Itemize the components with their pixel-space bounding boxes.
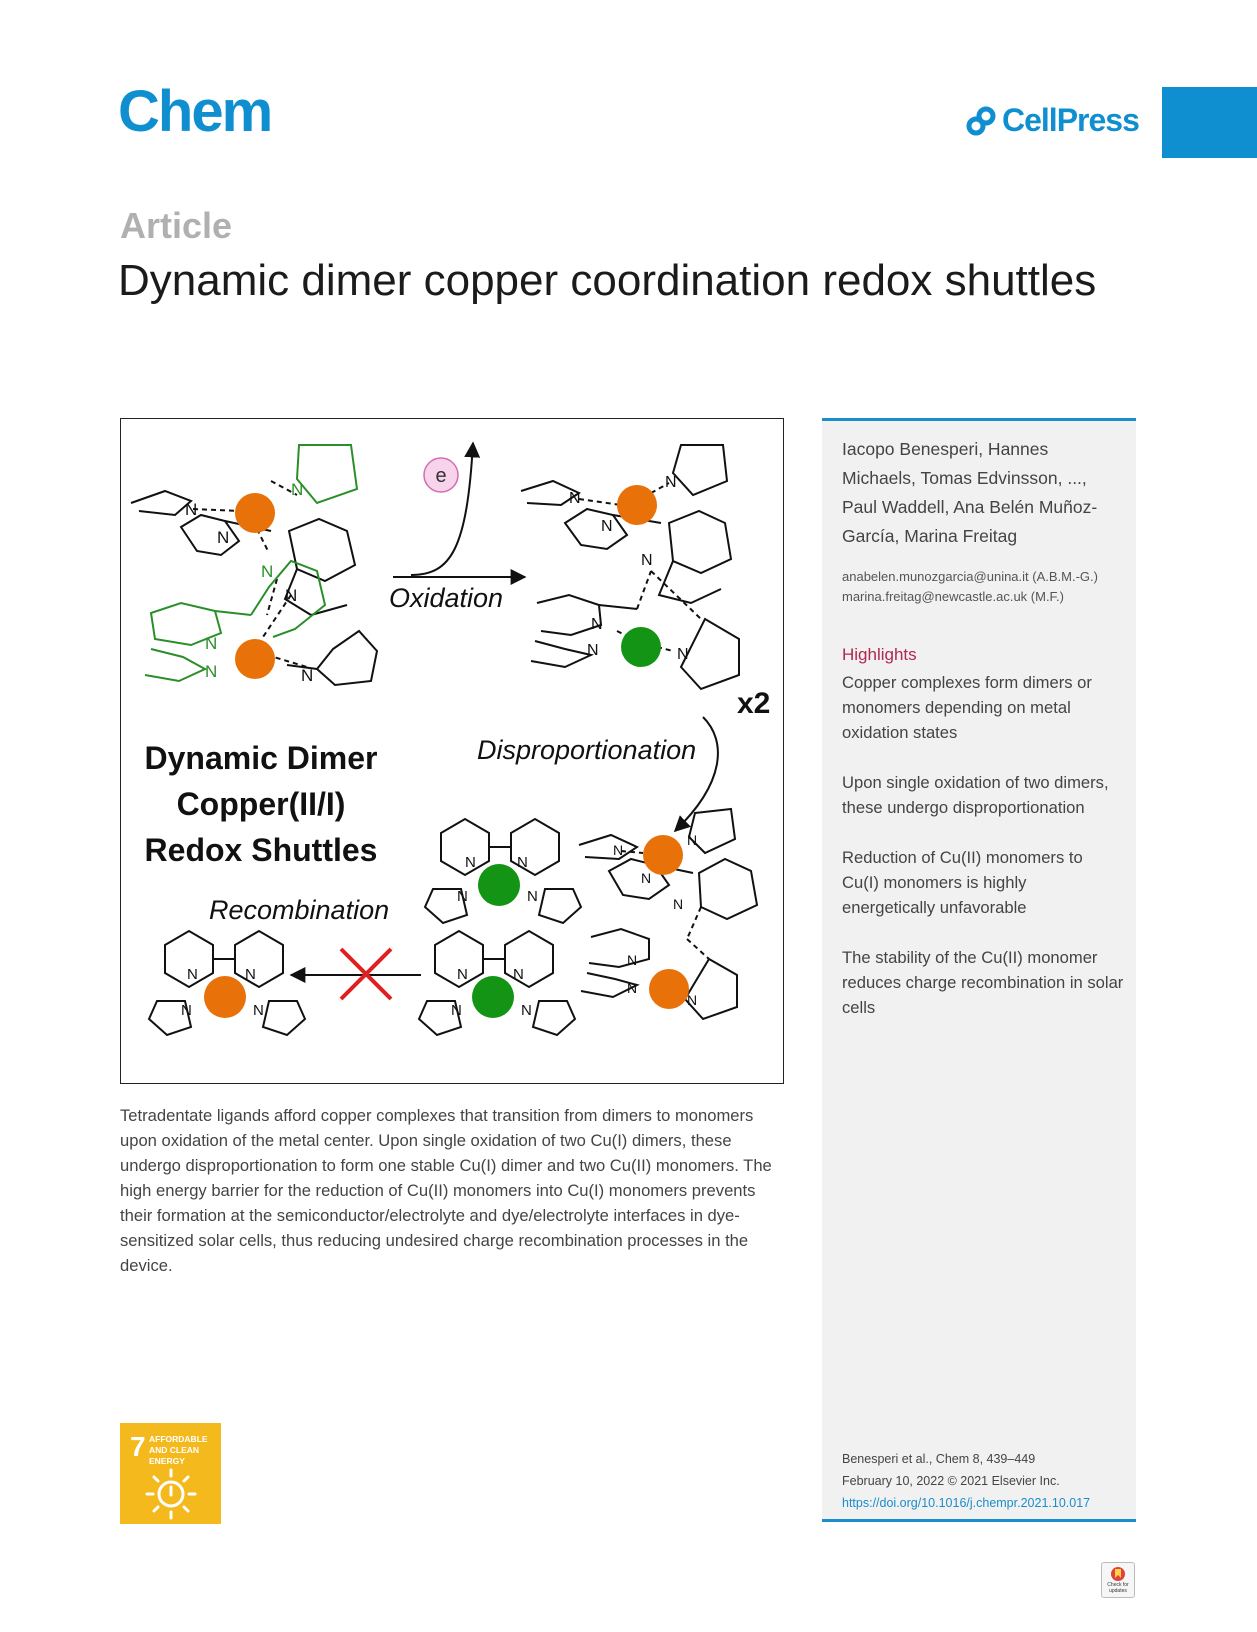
sdg-label: AFFORDABLE AND CLEAN ENERGY: [149, 1434, 208, 1466]
cu-i-ion: [204, 976, 246, 1018]
nitrogen-atom: N: [569, 490, 581, 507]
disproportionation-arrow: [673, 716, 719, 833]
nitrogen-atom: N: [687, 832, 697, 848]
author-list: Iacopo Benesperi, Hannes Michaels, Tomas…: [842, 439, 1098, 546]
cu-i-ion: [235, 493, 275, 533]
cu-ii-ion: [472, 976, 514, 1018]
nitrogen-atom: N: [587, 642, 599, 659]
nitrogen-atom: N: [627, 980, 637, 996]
nitrogen-atom: N: [217, 528, 229, 547]
blocked-cross-icon: [339, 947, 393, 1001]
article-info-sidebar: Iacopo Benesperi, Hannes Michaels, Tomas…: [822, 418, 1136, 1522]
nitrogen-atom: N: [291, 480, 303, 499]
nitrogen-atom: N: [457, 966, 468, 983]
top-pyrrolidine-ring: [295, 444, 359, 505]
highlights-list: Copper complexes form dimers or monomers…: [842, 670, 1124, 1045]
multiplier-label: x2: [737, 687, 770, 720]
graphical-abstract-figure: N N N N N N N N e Oxidation N N N N N N …: [130, 441, 770, 1037]
cu-i-ion: [235, 639, 275, 679]
crossmark-label: Check for updates: [1107, 1582, 1129, 1594]
sun-power-icon: [145, 1468, 197, 1520]
cu-ii-monomer-structure: [417, 929, 577, 1037]
article-type-label: Article: [120, 205, 233, 246]
ga-heading-line-2: Copper(II/I): [177, 786, 346, 822]
nitrogen-atom: N: [185, 500, 197, 519]
check-for-updates-button[interactable]: Check for updates: [1101, 1562, 1135, 1598]
sdg-number: 7: [130, 1431, 146, 1462]
email-link[interactable]: marina.freitag@newcastle.ac.uk (M.F.): [842, 589, 1064, 604]
nitrogen-atom: N: [601, 518, 613, 535]
green-ligand: [144, 559, 327, 683]
ga-heading-line-1: Dynamic Dimer: [145, 740, 378, 776]
cu-i-dimer-structure: [130, 480, 379, 687]
nitrogen-atom: N: [465, 854, 476, 871]
journal-logo[interactable]: Chem: [118, 79, 273, 144]
cu-ii-ion: [621, 627, 661, 667]
electron-release-arrow: [410, 441, 481, 576]
nitrogen-atom: N: [301, 666, 313, 685]
nitrogen-atom: N: [677, 646, 689, 663]
nitrogen-atom: N: [641, 552, 653, 569]
nitrogen-atom: N: [673, 896, 683, 912]
correspondence-emails: anabelen.munozgarcia@unina.it (A.B.M.-G.…: [842, 567, 1122, 607]
publisher-name: CellPress: [1002, 102, 1140, 138]
nitrogen-atom: N: [591, 616, 603, 633]
nitrogen-atom: N: [613, 842, 623, 858]
ga-heading-line-3: Redox Shuttles: [145, 832, 378, 868]
highlight-item: Upon single oxidation of two dimers, the…: [842, 773, 1109, 817]
highlights-heading: Highlights: [842, 645, 917, 664]
publisher-logo[interactable]: CellPress: [966, 102, 1140, 139]
nitrogen-atom: N: [521, 1002, 532, 1019]
nitrogen-atom: N: [457, 888, 468, 905]
nitrogen-atom: N: [285, 586, 297, 605]
electron-label: e: [435, 465, 446, 487]
oxidation-label: Oxidation: [389, 583, 503, 613]
nitrogen-atom: N: [513, 966, 524, 983]
recombination-label: Recombination: [209, 895, 389, 925]
cu-i-monomer-structure: [147, 929, 307, 1037]
nitrogen-atom: N: [687, 992, 697, 1008]
cu-i-dimer-product-structure: [578, 807, 759, 1021]
nitrogen-atom: N: [451, 1002, 462, 1019]
nitrogen-atom: N: [517, 854, 528, 871]
nitrogen-atom: N: [261, 562, 273, 581]
nitrogen-atom: N: [527, 888, 538, 905]
nitrogen-atom: N: [627, 952, 637, 968]
article-title: Dynamic dimer copper coordination redox …: [118, 256, 1097, 305]
citation-date-copyright: February 10, 2022 © 2021 Elsevier Inc.: [842, 1474, 1060, 1488]
cu-i-ion: [649, 969, 689, 1009]
abstract-text: Tetradentate ligands afford copper compl…: [120, 1106, 772, 1275]
crossmark-icon: [1111, 1567, 1125, 1581]
highlight-item: The stability of the Cu(II) monomer redu…: [842, 948, 1124, 1017]
cu-i-ion: [643, 835, 683, 875]
nitrogen-atom: N: [181, 1002, 192, 1019]
mixed-valence-dimer-structure: [520, 444, 740, 691]
cu-i-ion: [617, 485, 657, 525]
disproportionation-label: Disproportionation: [477, 735, 696, 765]
nitrogen-atom: N: [253, 1002, 264, 1019]
highlight-item: Copper complexes form dimers or monomers…: [842, 673, 1092, 742]
sdg-badge[interactable]: 7 AFFORDABLE AND CLEAN ENERGY: [120, 1423, 221, 1524]
nitrogen-atom: N: [245, 966, 256, 983]
graphical-abstract: N N N N N N N N e Oxidation N N N N N N …: [120, 418, 784, 1084]
electron-symbol: [423, 457, 459, 493]
cu-ii-ion: [478, 864, 520, 906]
email-link[interactable]: anabelen.munozgarcia@unina.it (A.B.M.-G.…: [842, 569, 1098, 584]
nitrogen-atom: N: [205, 634, 217, 653]
corner-color-block: [1162, 87, 1257, 158]
nitrogen-atom: N: [187, 966, 198, 983]
citation-reference: Benesperi et al., Chem 8, 439–449: [842, 1452, 1036, 1466]
cellpress-icon: [966, 106, 996, 135]
citation-block: Benesperi et al., Chem 8, 439–449 Februa…: [842, 1448, 1090, 1514]
nitrogen-atom: N: [205, 662, 217, 681]
nitrogen-atom: N: [641, 870, 651, 886]
highlight-item: Reduction of Cu(II) monomers to Cu(I) mo…: [842, 848, 1083, 917]
nitrogen-atom: N: [665, 474, 677, 491]
cu-ii-monomer-structure: [423, 817, 583, 925]
doi-link[interactable]: https://doi.org/10.1016/j.chempr.2021.10…: [842, 1496, 1091, 1510]
